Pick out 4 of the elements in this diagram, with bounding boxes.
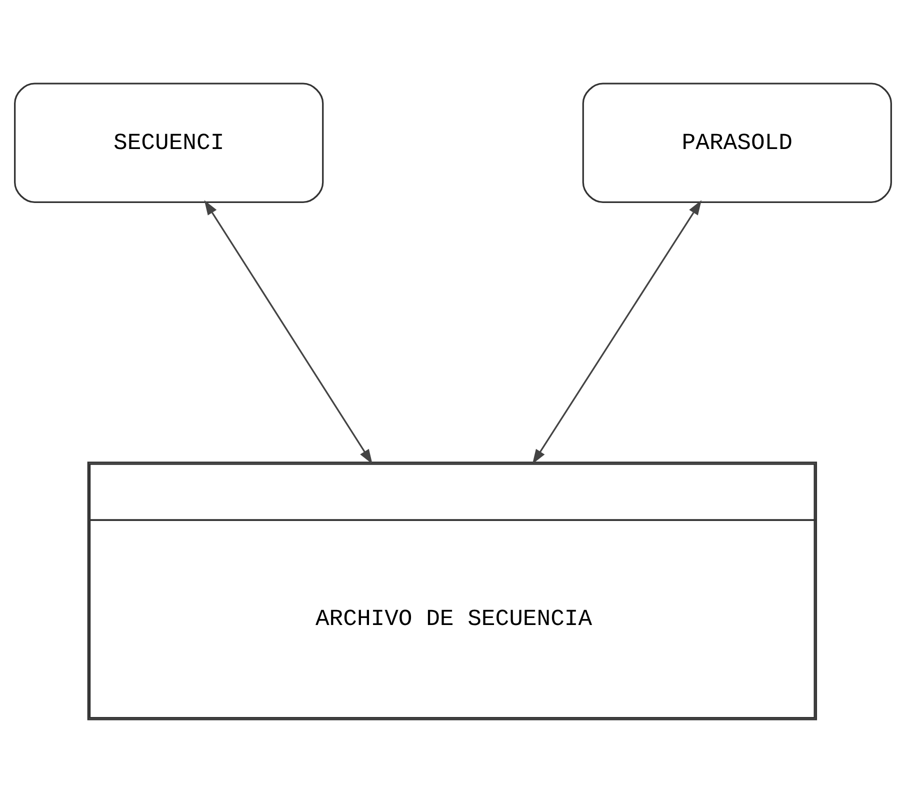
- node-box: PARASOLD: [582, 82, 892, 204]
- node-box: SECUENCI: [14, 82, 324, 204]
- arrow: [532, 200, 702, 464]
- arrow: [204, 200, 372, 464]
